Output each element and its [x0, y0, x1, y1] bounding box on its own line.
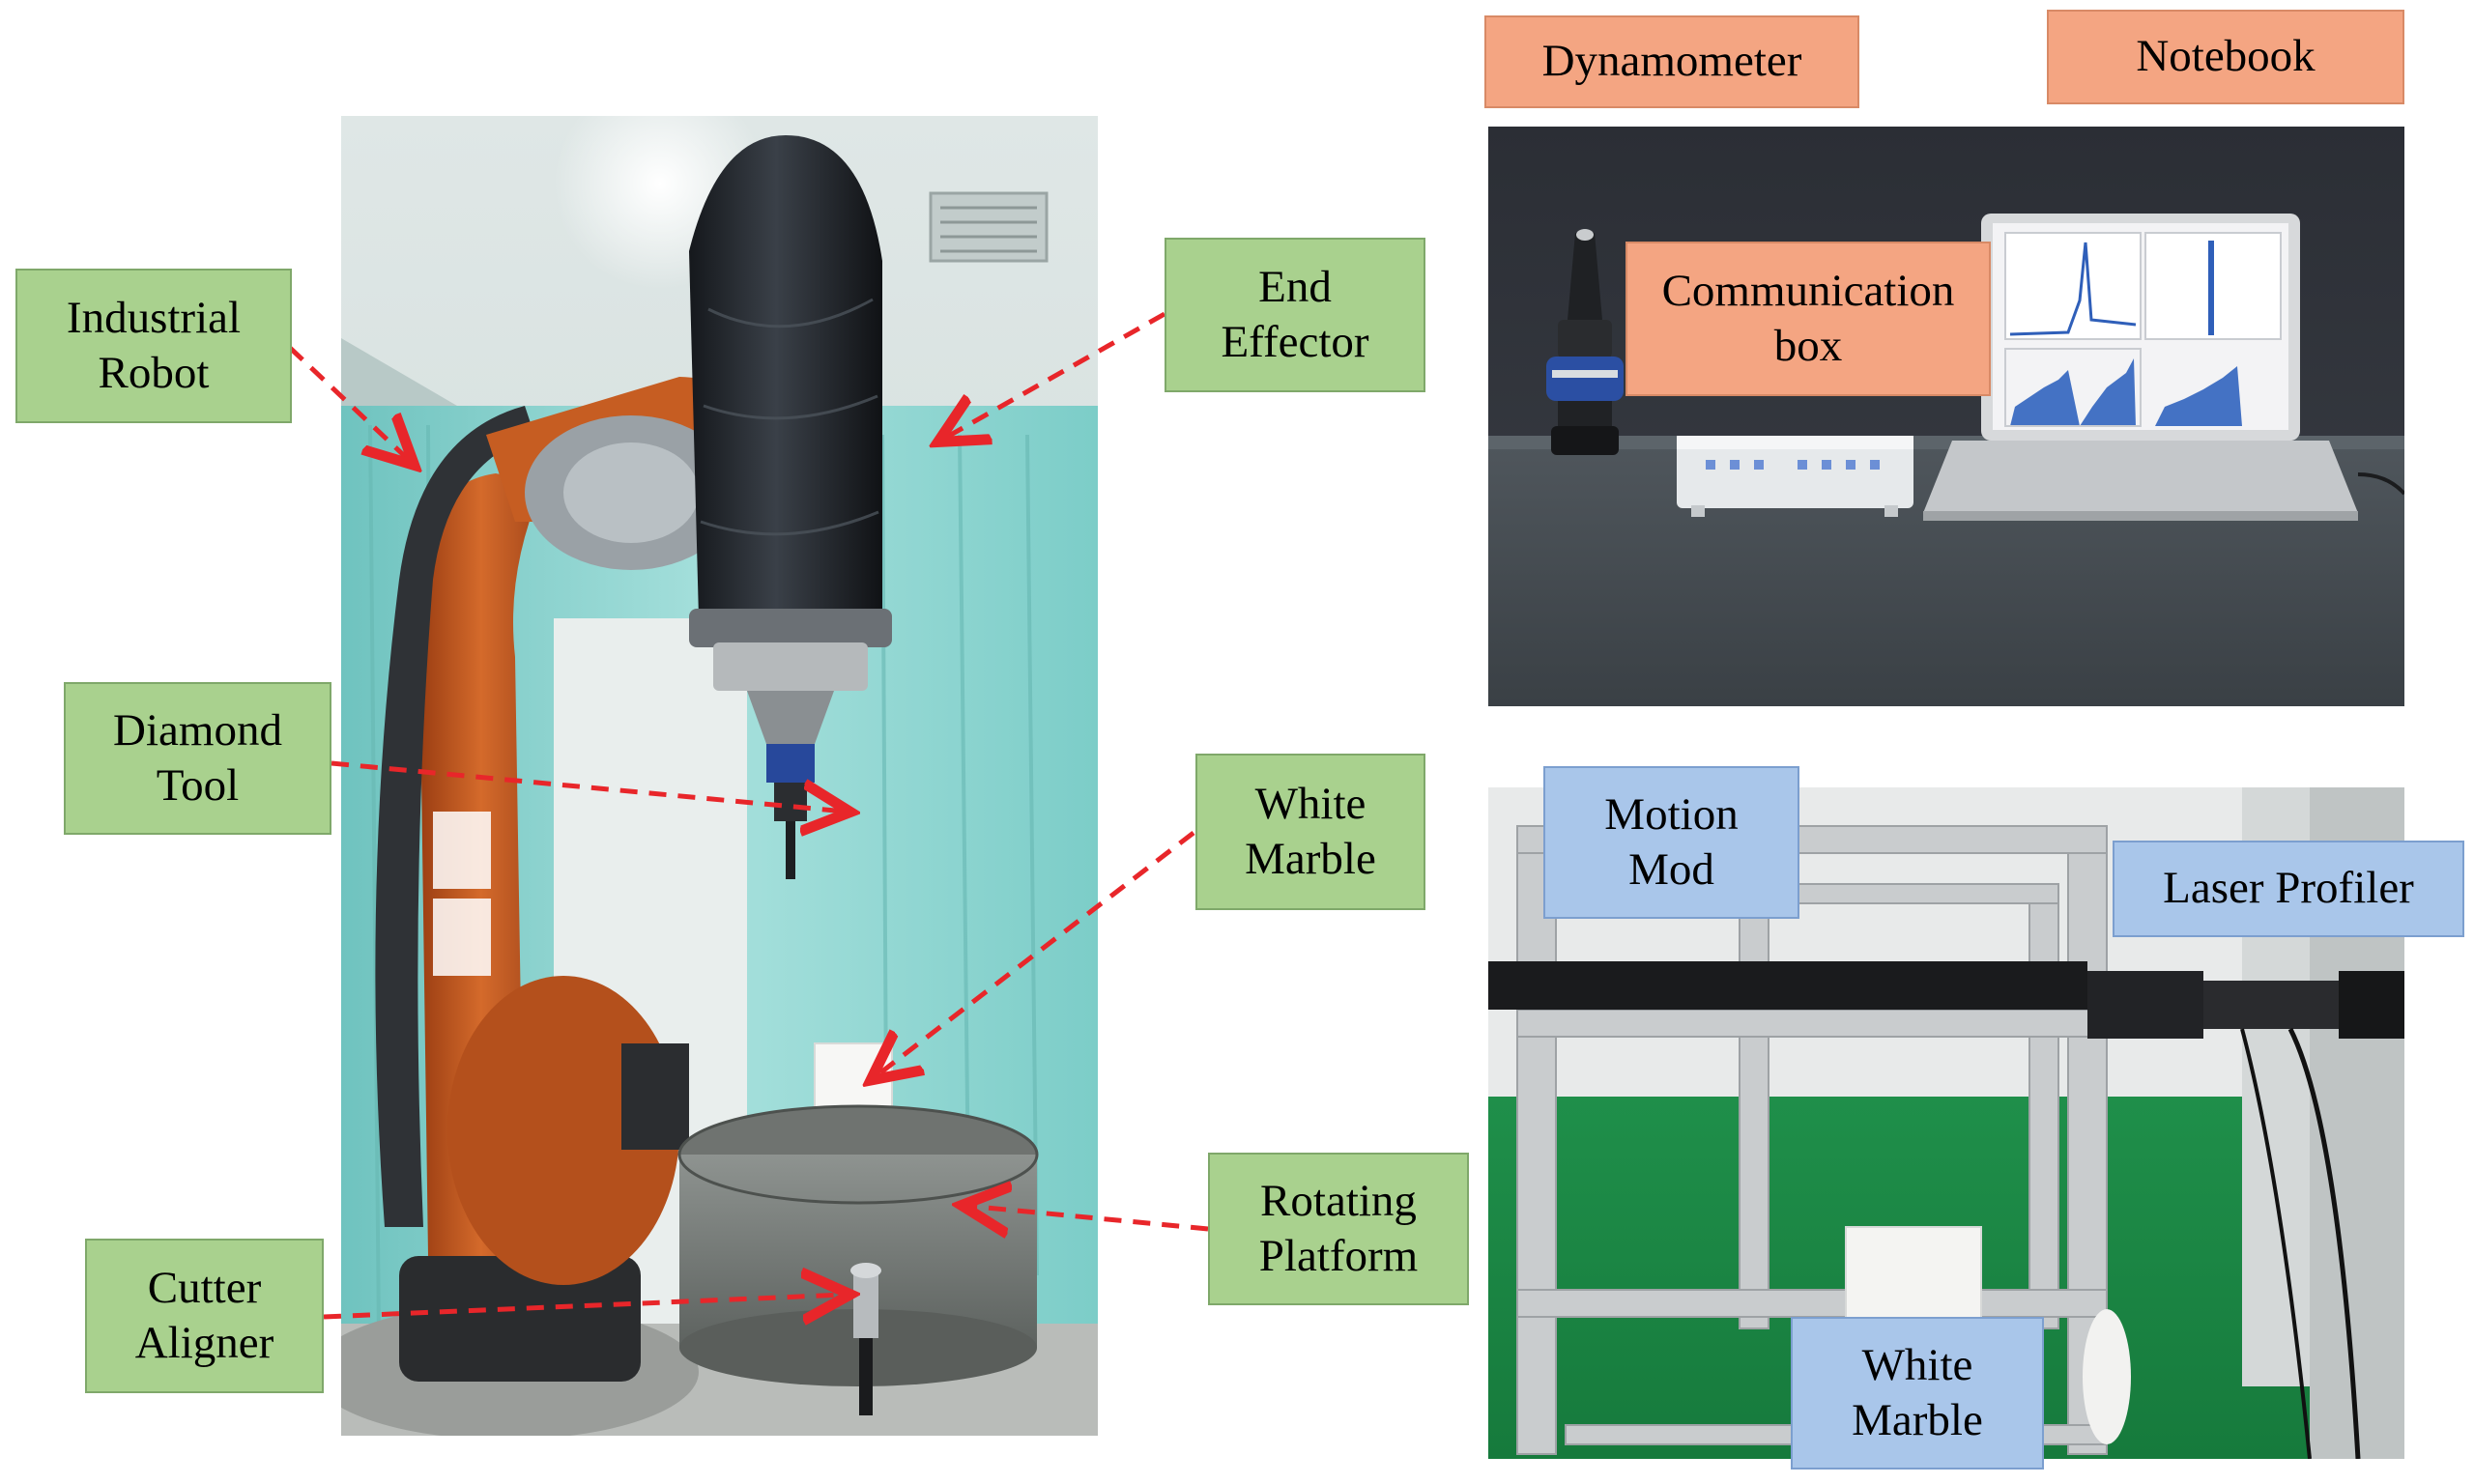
label-white-marble-right: White Marble	[1791, 1317, 2044, 1470]
label-dynamometer: Dynamometer	[1484, 15, 1859, 108]
label-diamond-tool: Diamond Tool	[64, 682, 331, 835]
label-communication-box: Communication box	[1625, 242, 1991, 396]
robot-cell-photo	[341, 116, 1098, 1436]
measurement-setup-photo	[1488, 127, 2404, 706]
label-rotating-platform: Rotating Platform	[1208, 1153, 1469, 1305]
label-notebook: Notebook	[2047, 10, 2404, 104]
label-end-effector: End Effector	[1165, 238, 1425, 392]
label-laser-profiler: Laser Profiler	[2113, 841, 2464, 937]
label-cutter-aligner: Cutter Aligner	[85, 1239, 324, 1393]
label-industrial-robot: Industrial Robot	[15, 269, 292, 423]
label-white-marble-left: White Marble	[1195, 754, 1425, 910]
label-motion-mod: Motion Mod	[1543, 766, 1799, 919]
